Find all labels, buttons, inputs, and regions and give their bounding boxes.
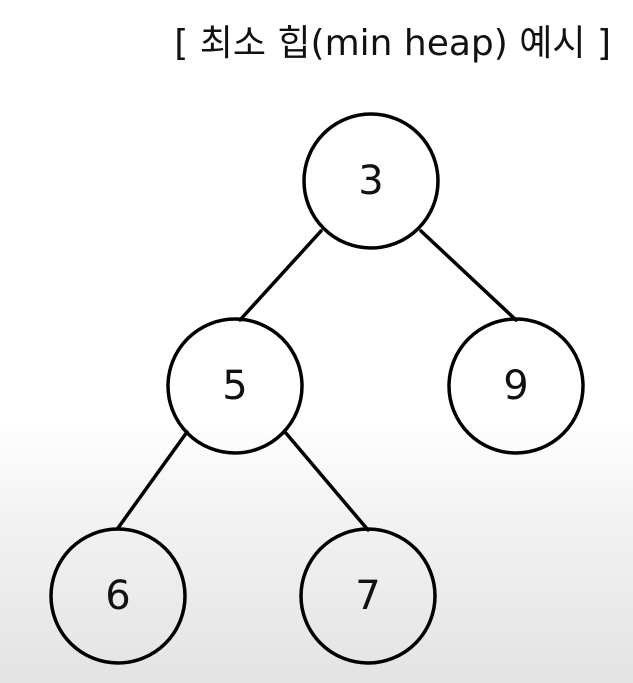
edge-5-7	[283, 430, 370, 532]
node-left-right: 7	[299, 527, 437, 665]
edge-3-5	[238, 229, 323, 322]
edge-3-9	[419, 229, 518, 322]
node-root: 3	[302, 112, 440, 250]
node-right-label: 9	[503, 363, 528, 409]
node-left: 5	[166, 317, 304, 455]
node-left-label: 5	[222, 363, 247, 409]
node-root-label: 3	[358, 158, 383, 204]
edge-5-6	[116, 430, 189, 530]
node-left-left-label: 6	[105, 573, 130, 619]
node-left-left: 6	[49, 527, 187, 665]
node-right: 9	[447, 317, 585, 455]
node-left-right-label: 7	[355, 573, 380, 619]
diagram-title: [ 최소 힙(min heap) 예시 ]	[174, 23, 611, 64]
